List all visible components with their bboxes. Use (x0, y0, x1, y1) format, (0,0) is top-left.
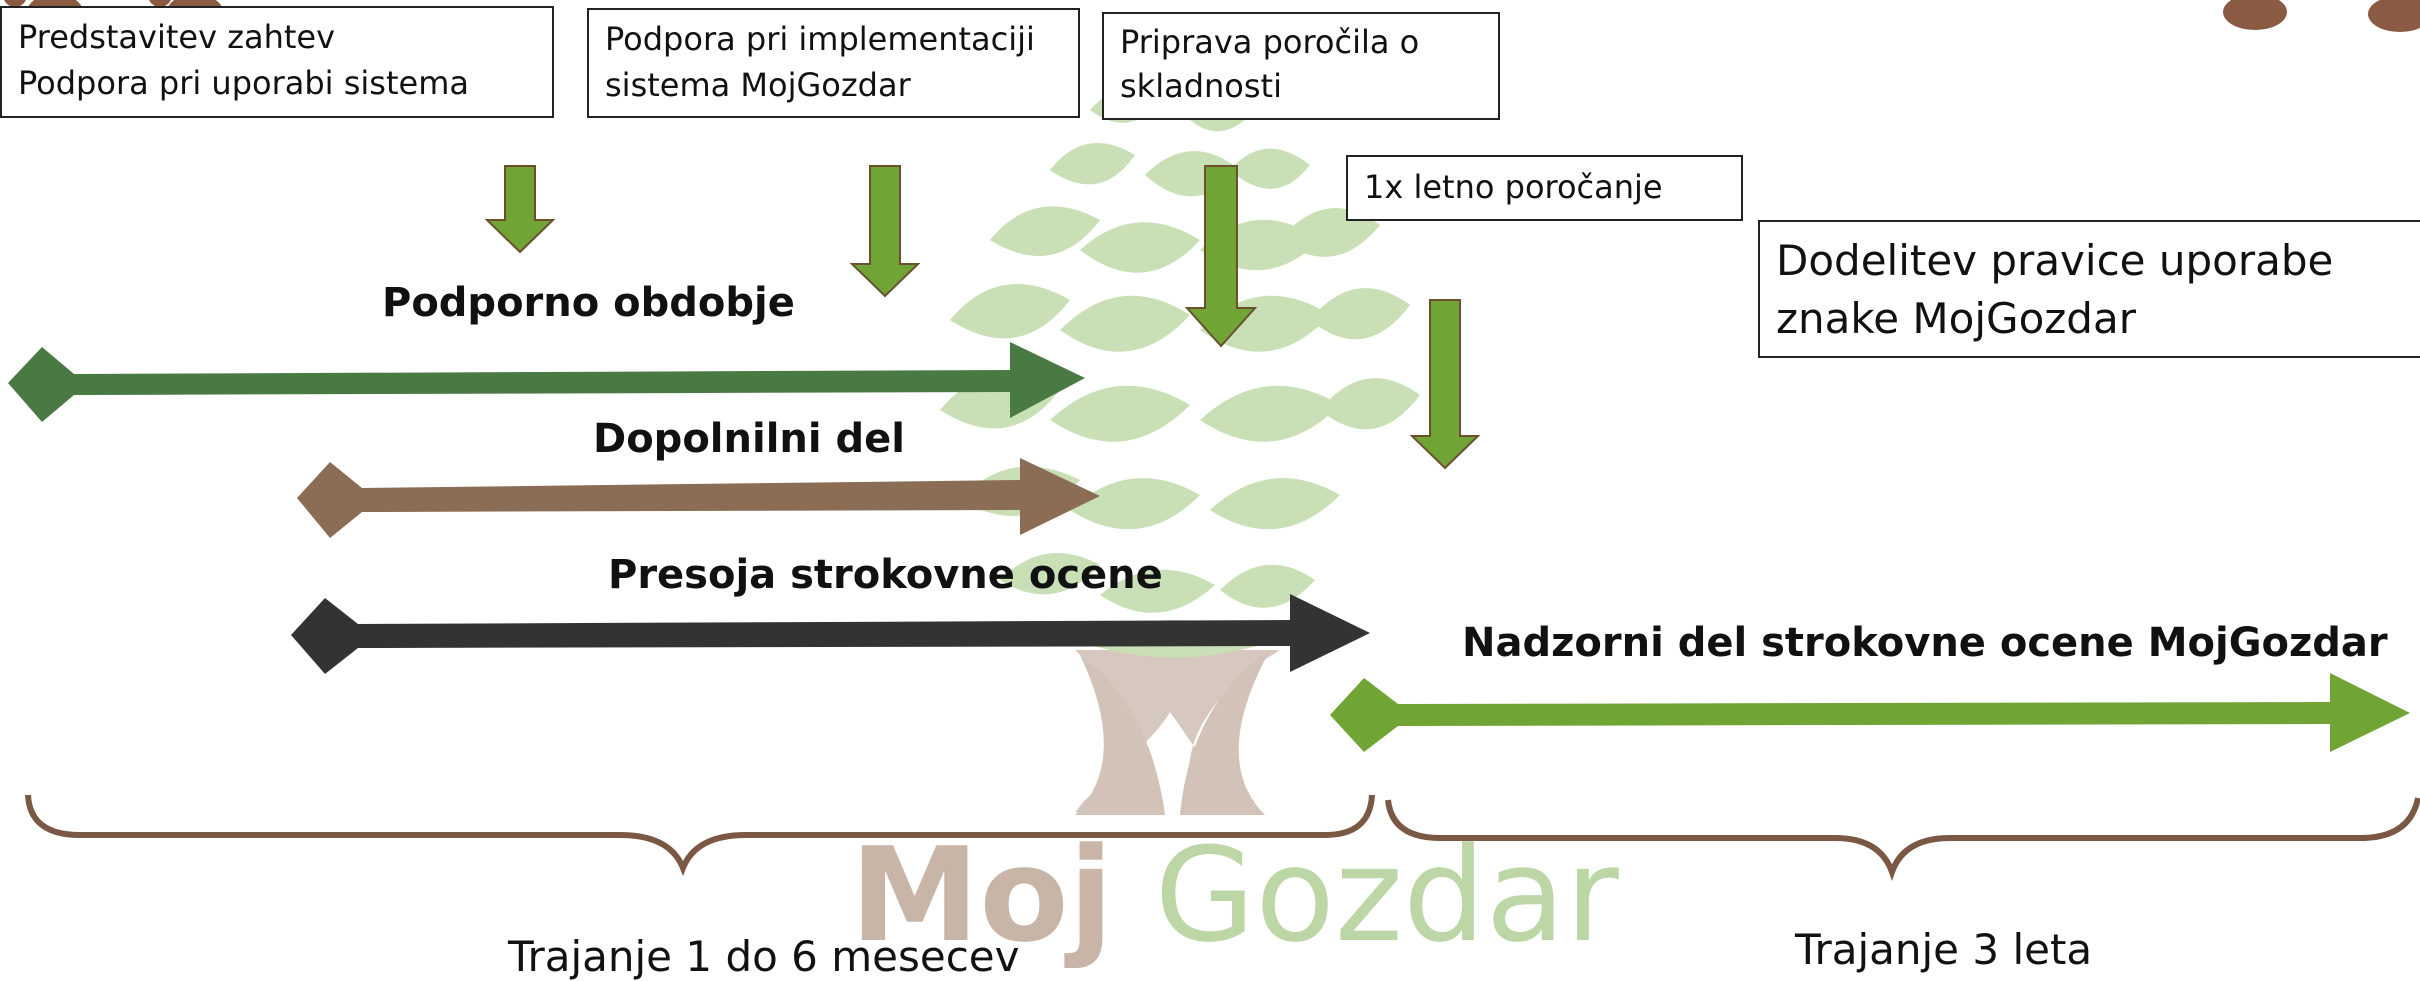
support-arrow (8, 342, 1085, 422)
additional-arrow (297, 458, 1100, 538)
assessment-arrow (291, 594, 1370, 674)
logo-gozdar: Gozdar (1154, 819, 1619, 971)
box-annual-reporting-line1: 1x letno poročanje (1364, 168, 1663, 206)
duration-second: Trajanje 3 leta (1795, 925, 2093, 974)
label-assessment: Presoja strokovne ocene (608, 552, 1163, 598)
box-requirements: Predstavitev zahtev Podpora pri uporabi … (0, 6, 554, 118)
box-compliance-report-line2: skladnosti (1120, 67, 1282, 105)
box-usage-rights: Dodelitev pravice uporabe znake MojGozda… (1758, 220, 2420, 358)
box-annual-reporting: 1x letno poročanje (1346, 155, 1743, 221)
box-requirements-line1: Predstavitev zahtev (18, 18, 336, 56)
down-arrow-4 (1409, 299, 1481, 470)
down-arrow-3 (1184, 165, 1258, 348)
label-additional-part: Dopolnilni del (593, 416, 905, 462)
brace-left (25, 794, 1375, 877)
down-arrow-2 (849, 165, 921, 298)
pine-cone-icon (940, 50, 1420, 658)
box-implementation-line2: sistema MojGozdar (605, 66, 911, 104)
down-arrow-1 (484, 165, 556, 254)
logo-moj: Moj (850, 819, 1114, 971)
brace-right (1385, 797, 2420, 881)
box-requirements-line2: Podpora pri uporabi sistema (18, 64, 469, 102)
box-compliance-report-line1: Priprava poročila o (1120, 23, 1420, 61)
duration-first: Trajanje 1 do 6 mesecev (508, 932, 1020, 981)
label-supervision: Nadzorni del strokovne ocene MojGozdar (1462, 620, 2388, 666)
logo-text: Moj Gozdar (850, 830, 1619, 960)
box-usage-rights-line2: znake MojGozdar (1776, 294, 2136, 343)
box-implementation: Podpora pri implementaciji sistema MojGo… (587, 8, 1080, 118)
box-implementation-line1: Podpora pri implementaciji (605, 20, 1035, 58)
supervision-arrow (1330, 673, 2410, 752)
box-compliance-report: Priprava poročila o skladnosti (1102, 12, 1500, 120)
label-support-period: Podporno obdobje (382, 280, 795, 326)
box-usage-rights-line1: Dodelitev pravice uporabe (1776, 236, 2334, 285)
